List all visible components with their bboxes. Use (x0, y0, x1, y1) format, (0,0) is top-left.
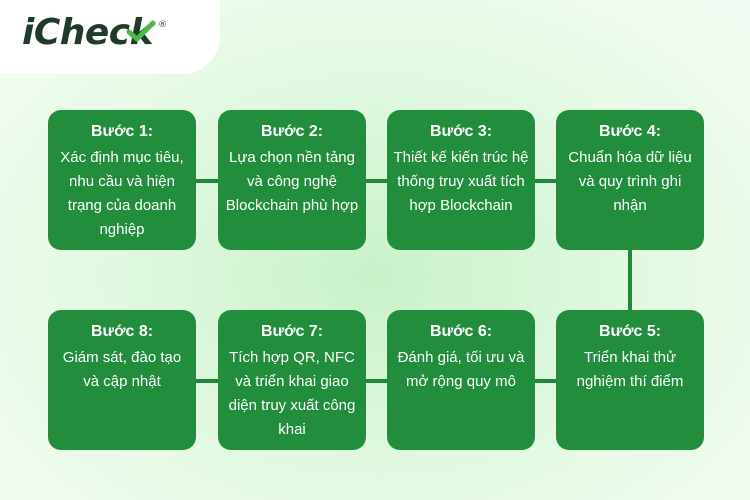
step-3-title: Bước 3: (429, 123, 493, 140)
step-6-text: Đánh giá, tối ưu và mở rộng quy mô (397, 349, 525, 390)
step-8-text: Giám sát, đào tạo và cập nhật (62, 349, 182, 390)
connector-1-2 (195, 179, 219, 183)
step-8-box: Bước 8: Giám sát, đào tạo và cập nhật (48, 310, 196, 450)
step-1-title: Bước 1: (90, 123, 154, 140)
step-2-box: Bước 2: Lựa chọn nền tảng và công nghệ B… (218, 110, 366, 250)
step-4-title: Bước 4: (598, 123, 662, 140)
step-7-title: Bước 7: (260, 323, 324, 340)
step-1-text: Xác định mục tiêu, nhu cầu và hiện trạng… (60, 149, 184, 238)
connector-6-7 (365, 379, 388, 383)
step-3-text: Thiết kế kiến trúc hệ thống truy xuất tí… (393, 149, 529, 214)
connector-3-4 (535, 179, 558, 183)
step-3-box: Bước 3: Thiết kế kiến trúc hệ thống truy… (387, 110, 535, 250)
connector-4-5 (628, 249, 632, 311)
step-2-title: Bước 2: (260, 123, 324, 140)
step-6-box: Bước 6: Đánh giá, tối ưu và mở rộng quy … (387, 310, 535, 450)
checkmark-icon (126, 20, 156, 42)
step-4-box: Bước 4: Chuẩn hóa dữ liệu và quy trình g… (556, 110, 704, 250)
connector-2-3 (365, 179, 388, 183)
registered-mark: ® (158, 20, 167, 30)
step-7-box: Bước 7: Tích hợp QR, NFC và triển khai g… (218, 310, 366, 450)
connector-7-8 (195, 379, 219, 383)
step-7-text: Tích hợp QR, NFC và triển khai giao diện… (228, 349, 356, 438)
logo-header: iCheck ® (0, 0, 220, 74)
connector-5-6 (535, 379, 558, 383)
step-5-title: Bước 5: (598, 323, 662, 340)
step-5-text: Triển khai thử nghiệm thí điểm (576, 349, 684, 390)
step-1-box: Bước 1: Xác định mục tiêu, nhu cầu và hi… (48, 110, 196, 250)
step-8-title: Bước 8: (90, 323, 154, 340)
step-5-box: Bước 5: Triển khai thử nghiệm thí điểm (556, 310, 704, 450)
step-2-text: Lựa chọn nền tảng và công nghệ Blockchai… (225, 149, 359, 214)
step-4-text: Chuẩn hóa dữ liệu và quy trình ghi nhận (568, 149, 692, 214)
step-6-title: Bước 6: (429, 323, 493, 340)
